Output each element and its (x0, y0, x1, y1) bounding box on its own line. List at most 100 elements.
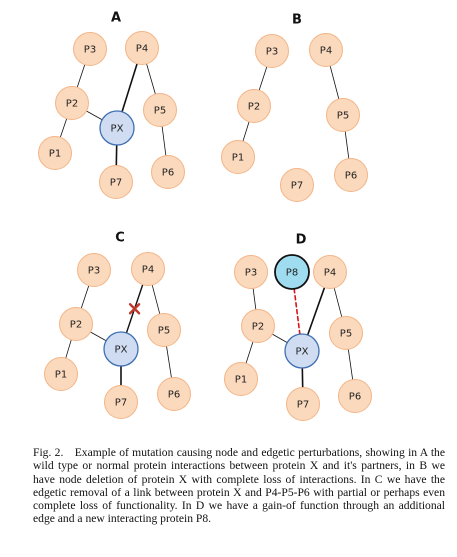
node-label: P5 (154, 106, 166, 117)
node-p1: P1 (221, 140, 255, 174)
node-circle (284, 333, 320, 369)
node-circle (55, 86, 89, 120)
node-label: P2 (66, 99, 78, 110)
node-circle (38, 136, 72, 170)
node-label: P7 (291, 181, 303, 192)
node-circle (103, 331, 139, 367)
edge-p2-px (271, 333, 288, 344)
node-label: P2 (248, 102, 260, 113)
caption-lead: Fig. 2. (33, 446, 64, 459)
node-label: P5 (337, 111, 349, 122)
edge-p3-p2 (76, 64, 86, 88)
node-label: P3 (88, 266, 100, 277)
panel-label: D (296, 233, 307, 248)
node-p1: P1 (44, 357, 78, 391)
panel-label: C (115, 231, 125, 246)
node-p1: P1 (224, 362, 258, 396)
node-p5: P5 (143, 93, 177, 127)
node-p8: P8 (274, 254, 310, 290)
node-p4: P4 (313, 255, 347, 289)
removed-edge-x-icon (128, 303, 141, 315)
edge-p5-p6 (166, 345, 172, 379)
node-p4: P4 (131, 252, 165, 286)
node-px: PX (103, 331, 139, 367)
edge-p2-p1 (65, 339, 72, 359)
node-px: PX (284, 333, 320, 369)
node-circle (73, 32, 107, 66)
edge-p4-px (121, 62, 138, 113)
node-circle (99, 165, 133, 199)
node-label: P1 (232, 153, 244, 164)
node-p4: P4 (125, 31, 159, 65)
node-label: P6 (168, 390, 180, 401)
x-stroke (128, 303, 141, 315)
node-label: P6 (345, 171, 357, 182)
node-p3: P3 (234, 255, 268, 289)
node-label: PX (115, 345, 128, 356)
node-px: PX (99, 110, 135, 146)
edge-p4-p5 (146, 63, 156, 95)
node-p3: P3 (73, 32, 107, 66)
edge-p4-px (306, 286, 326, 336)
node-circle (309, 33, 343, 67)
node-p3: P3 (77, 253, 111, 287)
node-circle (280, 168, 314, 202)
node-p6: P6 (151, 155, 185, 189)
node-p2: P2 (241, 309, 275, 343)
edge-p4-p5 (333, 287, 343, 318)
node-label: P1 (55, 370, 67, 381)
node-p6: P6 (334, 158, 368, 192)
node-p6: P6 (157, 377, 191, 411)
node-p7: P7 (286, 387, 320, 421)
node-circle (131, 252, 165, 286)
node-circle (157, 377, 191, 411)
node-p2: P2 (237, 89, 271, 123)
node-label: P6 (349, 392, 361, 403)
node-circle (77, 253, 111, 287)
panel-label: A (111, 11, 121, 26)
node-circle (313, 255, 347, 289)
panel-label: B (292, 13, 302, 28)
edge-p3-p2 (252, 287, 257, 311)
edge-p5-p6 (344, 130, 350, 160)
node-p2: P2 (55, 86, 89, 120)
node-label: P7 (115, 398, 127, 409)
node-label: P8 (286, 268, 298, 279)
edge-p2-p1 (245, 341, 254, 364)
node-label: P4 (324, 268, 336, 279)
node-p6: P6 (338, 379, 372, 413)
node-label: P3 (266, 47, 278, 58)
node-label: P4 (136, 44, 148, 55)
node-circle (326, 98, 360, 132)
node-label: P1 (49, 149, 61, 160)
node-p4: P4 (309, 33, 343, 67)
node-circle (338, 379, 372, 413)
node-label: P3 (84, 45, 96, 56)
node-circle (274, 254, 310, 290)
node-label: P2 (252, 322, 264, 333)
node-label: P7 (110, 178, 122, 189)
caption-text: Example of mutation causing node and edg… (33, 446, 445, 526)
edge-p2-px (86, 110, 103, 121)
edge-p2-px (90, 331, 107, 342)
node-circle (221, 140, 255, 174)
node-label: P4 (142, 265, 154, 276)
node-circle (151, 155, 185, 189)
node-circle (99, 110, 135, 146)
node-p5: P5 (329, 316, 363, 350)
node-p1: P1 (38, 136, 72, 170)
node-label: P2 (70, 320, 82, 331)
node-circle (255, 34, 289, 68)
node-label: P5 (340, 329, 352, 340)
node-circle (224, 362, 258, 396)
figure-caption: Fig. 2. Example of mutation causing node… (33, 446, 445, 526)
node-p2: P2 (59, 307, 93, 341)
node-label: P5 (158, 326, 170, 337)
node-label: P7 (297, 400, 309, 411)
node-label: P1 (235, 375, 247, 386)
